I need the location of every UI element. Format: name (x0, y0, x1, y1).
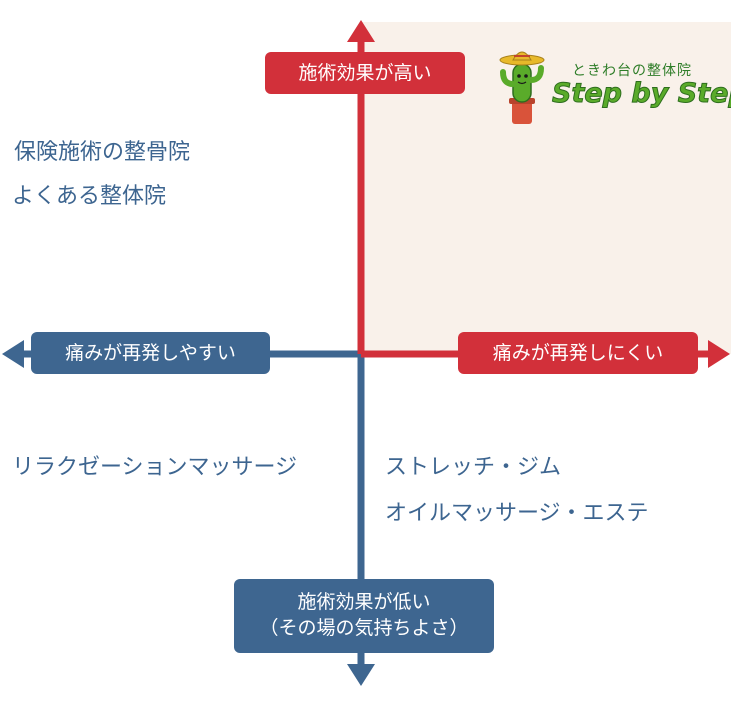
arrow-bottom (347, 664, 375, 686)
quadrant-item: オイルマッサージ・エステ (385, 501, 649, 526)
label-low-effect: 施術効果が低い （その場の気持ちよさ） (234, 579, 494, 653)
arrow-right (708, 340, 730, 368)
quadrant-item: よくある整体院 (12, 184, 167, 209)
label-low-recurrence: 痛みが再発しにくい (458, 332, 698, 374)
label-low-effect-line2: （その場の気持ちよさ） (259, 617, 469, 639)
label-high-effect: 施術効果が高い (265, 52, 465, 94)
label-high-recurrence: 痛みが再発しやすい (31, 332, 270, 374)
quadrant-item: ストレッチ・ジム (385, 455, 562, 480)
quadrant-item: 保険施術の整骨院 (14, 140, 191, 165)
quadrant-item: リラクゼーションマッサージ (12, 455, 298, 480)
logo-subtitle: ときわ台の整体院 (572, 63, 692, 79)
label-low-effect-line1: 施術効果が低い (297, 591, 431, 613)
logo-name: Step by Step (552, 78, 731, 110)
cactus-mascot-icon (499, 51, 545, 124)
arrow-top (347, 20, 375, 42)
arrow-left (2, 340, 24, 368)
